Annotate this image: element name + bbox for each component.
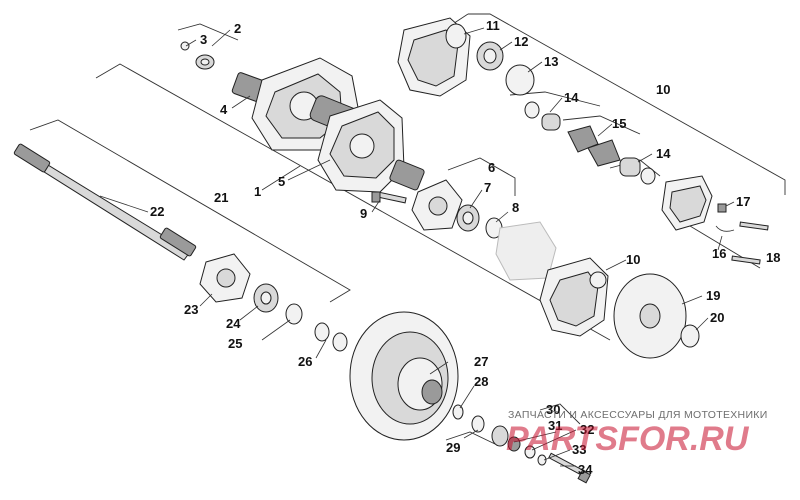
part-15-pads [567, 125, 621, 167]
callout-30: 30 [546, 402, 560, 417]
part-7-bearing [456, 204, 480, 232]
callout-28: 28 [474, 374, 488, 389]
part-3-clip [180, 41, 215, 70]
callout-21: 21 [214, 190, 228, 205]
callout-5: 5 [278, 174, 285, 189]
bracket-10-upper [468, 13, 786, 195]
callout-27: 27 [474, 354, 488, 369]
callout-6: 6 [488, 160, 495, 175]
part-14-bushings [524, 101, 656, 185]
callout-16: 16 [712, 246, 726, 261]
bracket-2 [177, 23, 239, 41]
callout-31: 31 [548, 418, 562, 433]
leader-lines [99, 27, 735, 467]
part-22-shaft [13, 143, 197, 261]
parts-artwork [13, 17, 769, 484]
part-4-main-hub [231, 57, 425, 193]
callout-14b: 14 [656, 146, 671, 161]
callout-7: 7 [484, 180, 491, 195]
part-19-brake-disc [613, 273, 687, 359]
part-10-lower-housing [539, 257, 609, 337]
watermark-logo: PARTSFOR.RU [506, 420, 750, 458]
bracket-21 [29, 119, 351, 303]
callout-numbers: 2 3 4 5 1 6 7 8 9 10 10 11 12 13 14 14 1… [150, 18, 780, 477]
assembly-brackets [29, 13, 786, 445]
callout-22: 22 [150, 204, 164, 219]
callout-9: 9 [360, 206, 367, 221]
part-34-bolt [548, 452, 591, 484]
bracket-6 [447, 157, 516, 196]
callout-24: 24 [226, 316, 241, 331]
callout-10-upper: 10 [656, 82, 670, 97]
callout-10-lower: 10 [626, 252, 640, 267]
part-10-upper-housing [397, 17, 471, 97]
callout-33: 33 [572, 442, 586, 457]
callout-1: 1 [254, 184, 261, 199]
callout-17: 17 [736, 194, 750, 209]
callout-20: 20 [710, 310, 724, 325]
callout-32: 32 [580, 422, 594, 437]
callout-3: 3 [200, 32, 207, 47]
part-20-snap-ring [680, 324, 700, 348]
callout-11: 11 [486, 18, 500, 33]
callout-26: 26 [298, 354, 312, 369]
callout-19: 19 [706, 288, 720, 303]
bracket-30 [539, 403, 581, 425]
callout-29: 29 [446, 440, 460, 455]
bracket-18 [689, 225, 761, 269]
watermark-tagline: ЗАПЧАСТИ И АКСЕССУАРЫ ДЛЯ МОТОТЕХНИКИ [508, 409, 768, 421]
callout-12: 12 [514, 34, 528, 49]
part-26-spacers [314, 322, 348, 352]
part-6-plate [411, 179, 463, 231]
callout-34: 34 [578, 462, 593, 477]
watermark: ЗАПЧАСТИ И АКСЕССУАРЫ ДЛЯ МОТОТЕХНИКИ PA… [506, 409, 768, 458]
callout-4: 4 [220, 102, 228, 117]
bracket-15 [562, 115, 641, 135]
callout-8: 8 [512, 200, 519, 215]
callout-2: 2 [234, 21, 241, 36]
part-13-ring [505, 64, 535, 96]
callout-13: 13 [544, 54, 558, 69]
part-gasket [495, 221, 557, 281]
part-16-caliper [661, 175, 735, 232]
callout-14a: 14 [564, 90, 579, 105]
part-28-33-hardware [452, 404, 547, 466]
part-24-bearing [253, 283, 279, 313]
part-9-bolt [371, 191, 407, 204]
part-12-bearing [476, 41, 504, 71]
part-18-bolts [731, 221, 769, 265]
callout-25: 25 [228, 336, 242, 351]
bracket-29 [445, 431, 496, 445]
callout-23: 23 [184, 302, 198, 317]
part-23-flange [199, 253, 251, 303]
part-27-clutch [349, 311, 459, 441]
callout-15: 15 [612, 116, 626, 131]
callout-18: 18 [766, 250, 780, 265]
part-25-ring [285, 303, 303, 325]
bracket-1 [95, 63, 611, 341]
